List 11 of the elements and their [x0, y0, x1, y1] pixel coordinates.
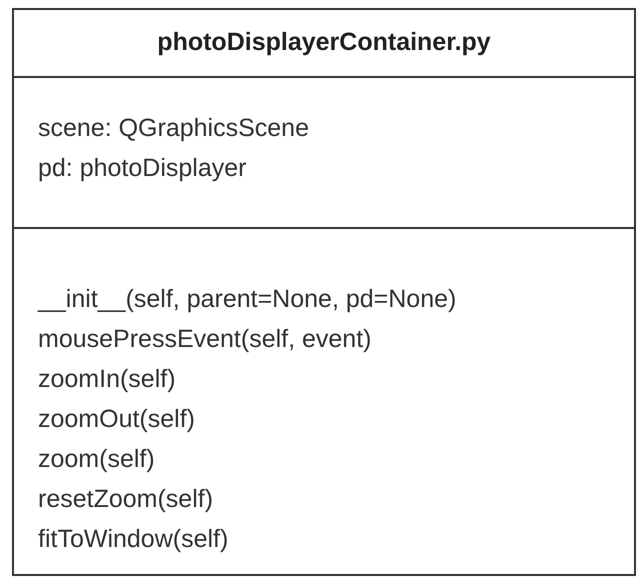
attribute-text: pd: photoDisplayer: [38, 153, 246, 184]
method-text: resetZoom(self): [38, 484, 214, 515]
class-name: photoDisplayerContainer.py: [157, 27, 491, 58]
method-text: __init__(self, parent=None, pd=None): [38, 284, 456, 315]
method-text: zoomOut(self): [38, 404, 195, 435]
class-box: [12, 8, 636, 576]
method-text: fitToWindow(self): [38, 524, 228, 555]
attribute-text: scene: QGraphicsScene: [38, 113, 309, 144]
method-text: zoom(self): [38, 444, 155, 475]
method-text: mousePressEvent(self, event): [38, 324, 372, 355]
method-text: zoomIn(self): [38, 364, 176, 395]
